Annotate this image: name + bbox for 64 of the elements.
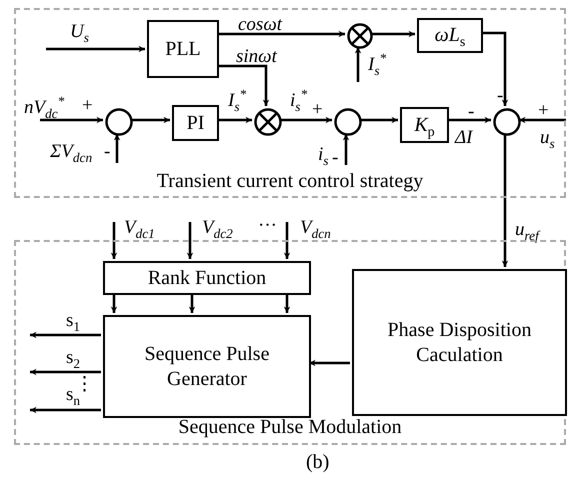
arrow (354, 47, 362, 82)
block-label: PI (186, 110, 204, 136)
group-title: Sequence Pulse Modulation (178, 416, 402, 439)
arrow (186, 222, 194, 259)
block-label: Rank Function (148, 266, 266, 290)
signal-label: ΔI (455, 128, 472, 147)
group-title: Transient current control strategy (156, 170, 424, 193)
arrow (217, 30, 345, 38)
sign-label: ··· (258, 216, 277, 235)
signal-label: U$_{s}$ (70, 22, 89, 41)
sign-label: - (104, 142, 110, 161)
sign-label: + (538, 101, 549, 120)
arrow (519, 116, 566, 124)
arrow (30, 406, 101, 414)
arrow (188, 293, 196, 313)
signal-label: i$_{s}$ (318, 145, 328, 164)
arrow (46, 46, 145, 52)
arrow (360, 116, 398, 124)
block-label: PLL (165, 36, 201, 62)
arrow (131, 116, 170, 124)
caption: (b) (306, 452, 330, 472)
block-label: ωL$_{s}$ (434, 23, 466, 48)
signal-label: ΣV$_{dcn}$ (50, 142, 92, 161)
arrow (110, 293, 118, 313)
arrow (40, 116, 103, 124)
signal-label: s$_{1}$ (66, 311, 80, 330)
signal-label: V$_{dcn}$ (300, 218, 331, 237)
sign-label: - (497, 86, 504, 105)
arrow (371, 30, 415, 38)
block-box (352, 269, 567, 416)
arrow (30, 368, 101, 376)
block-label: Sequence Pulse Generator (144, 342, 270, 392)
signal-label: cosωt (238, 15, 282, 34)
arrow (284, 222, 290, 259)
block-box (417, 18, 483, 53)
arrow (280, 116, 332, 124)
sign-label: + (312, 100, 323, 119)
sign-label: - (468, 102, 474, 121)
block-box (172, 105, 219, 141)
signal-label: u$_{s}$ (540, 128, 555, 147)
signal-label: V$_{dc1}$ (124, 218, 155, 237)
arrow (284, 293, 290, 313)
arrow (217, 116, 252, 124)
block-label: K$_{p}$ (414, 112, 435, 138)
arrow (30, 332, 101, 338)
block-box (147, 20, 219, 78)
arrow (309, 360, 350, 366)
arrow (447, 116, 491, 124)
arrow (110, 222, 118, 259)
block-label: Phase Disposition Caculation (386, 318, 532, 368)
arrow (114, 134, 120, 163)
signal-label: V$_{dc2}$ (202, 218, 233, 237)
sign-label: + (82, 96, 93, 115)
arrow (502, 134, 508, 267)
arrow (342, 134, 350, 165)
signal-label: sinωt (236, 47, 277, 66)
dashed-group-frame (14, 8, 566, 198)
arrow (217, 64, 270, 106)
signal-label: s$_{2}$ (66, 348, 80, 367)
arrow (481, 32, 508, 106)
sign-label: - (332, 148, 338, 167)
block-box (103, 315, 311, 418)
block-box (400, 107, 449, 143)
block-box (103, 261, 311, 295)
